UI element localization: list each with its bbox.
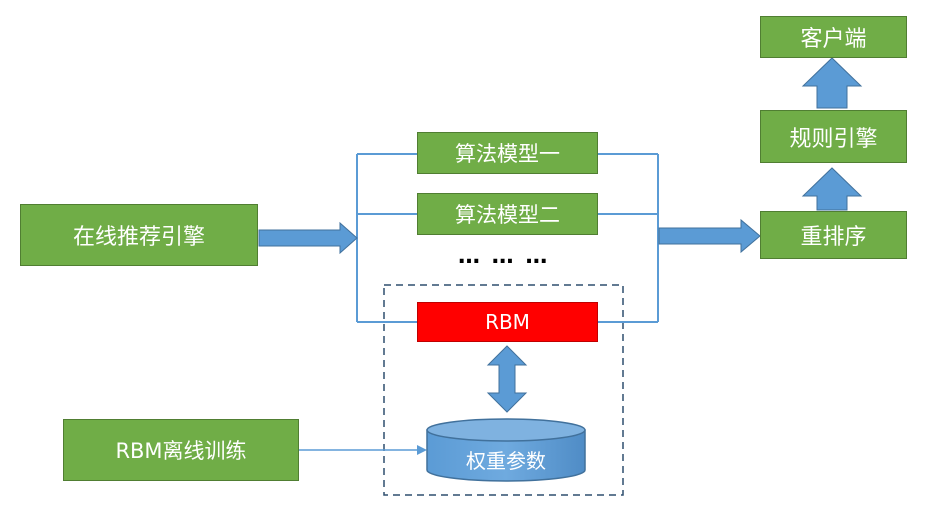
online-recommendation-engine-label: 在线推荐引擎 [72,225,205,250]
arrow-training-to-weights [299,445,427,455]
weights-label: 权重参数 [466,448,546,473]
weights-database-icon [426,418,586,482]
rule-engine-label: 规则引擎 [789,126,878,152]
algorithm-model-one-node: 算法模型一 [417,132,598,174]
rbm-offline-training-node: RBM离线训练 [63,419,299,481]
rbm-module-boundary [383,284,624,496]
rerank-node: 重排序 [760,211,907,259]
client-label: 客户端 [800,27,867,52]
rbm-offline-training-label: RBM离线训练 [115,439,247,463]
rerank-label: 重排序 [800,225,867,250]
algorithm-model-two-label: 算法模型二 [455,203,560,227]
algorithm-model-one-label: 算法模型一 [455,142,560,166]
rbm-node: RBM [417,302,598,342]
algorithm-model-two-node: 算法模型二 [417,193,598,235]
arrow-rules-to-client [801,57,863,109]
rule-engine-node: 规则引擎 [760,110,907,163]
right-bracket [598,153,659,323]
arrow-rbm-weights [486,345,528,413]
arrow-engine-to-models [258,221,358,255]
online-recommendation-engine-node: 在线推荐引擎 [20,204,258,266]
more-models-ellipsis: … … … [458,244,550,269]
left-bracket [356,153,417,323]
rbm-label: RBM [485,310,530,334]
arrow-models-to-rerank [658,218,761,254]
client-node: 客户端 [760,16,907,58]
arrow-rerank-to-rules [801,167,863,211]
